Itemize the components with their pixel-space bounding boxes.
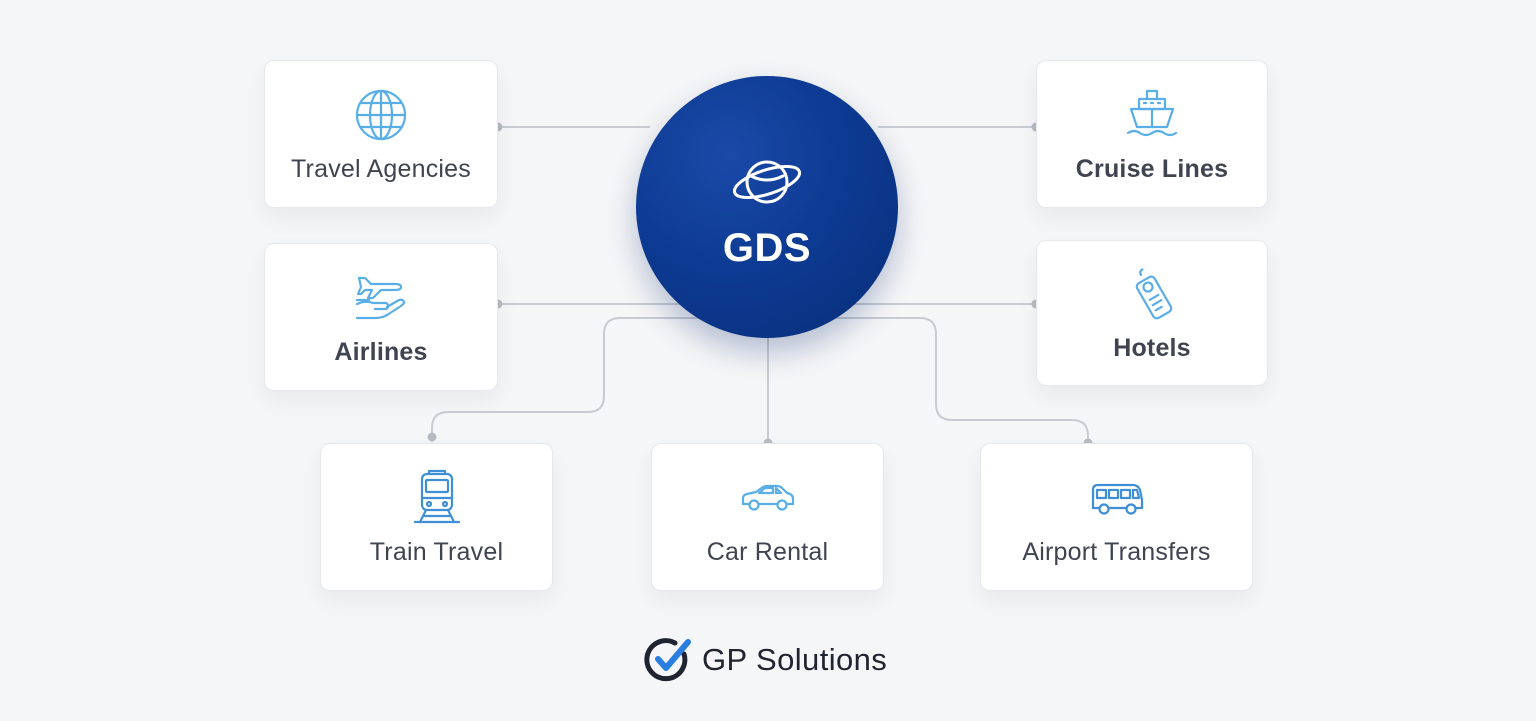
node-airport-transfers[interactable]: Airport Transfers: [980, 443, 1253, 591]
globe-icon: [351, 85, 411, 145]
bus-icon: [1087, 468, 1147, 528]
brand-logo: GP Solutions: [644, 636, 887, 684]
node-label: Cruise Lines: [1075, 154, 1229, 183]
node-label: Airlines: [334, 337, 428, 366]
plane-hand-icon: [351, 268, 411, 328]
ship-icon: [1122, 85, 1182, 145]
node-label: Travel Agencies: [291, 154, 471, 183]
node-hotels[interactable]: Hotels: [1036, 240, 1268, 386]
gds-hub[interactable]: GDS: [636, 76, 898, 338]
checkmark-circle-icon: [644, 636, 692, 684]
train-icon: [407, 468, 467, 528]
node-label: Hotels: [1113, 333, 1191, 362]
connector-dot-train-travel: [427, 432, 437, 442]
node-label: Car Rental: [706, 537, 829, 566]
brand-name: GP Solutions: [702, 642, 888, 677]
node-train-travel[interactable]: Train Travel: [320, 443, 553, 591]
node-travel-agencies[interactable]: Travel Agencies: [264, 60, 498, 208]
node-label: Airport Transfers: [1022, 537, 1211, 566]
door-hanger-icon: [1122, 264, 1182, 324]
node-cruise-lines[interactable]: Cruise Lines: [1036, 60, 1268, 208]
node-car-rental[interactable]: Car Rental: [651, 443, 884, 591]
node-airlines[interactable]: Airlines: [264, 243, 498, 391]
node-label: Train Travel: [369, 537, 504, 566]
hub-title: GDS: [722, 225, 812, 270]
orbit-globe-icon: [729, 144, 805, 220]
car-icon: [738, 468, 798, 528]
